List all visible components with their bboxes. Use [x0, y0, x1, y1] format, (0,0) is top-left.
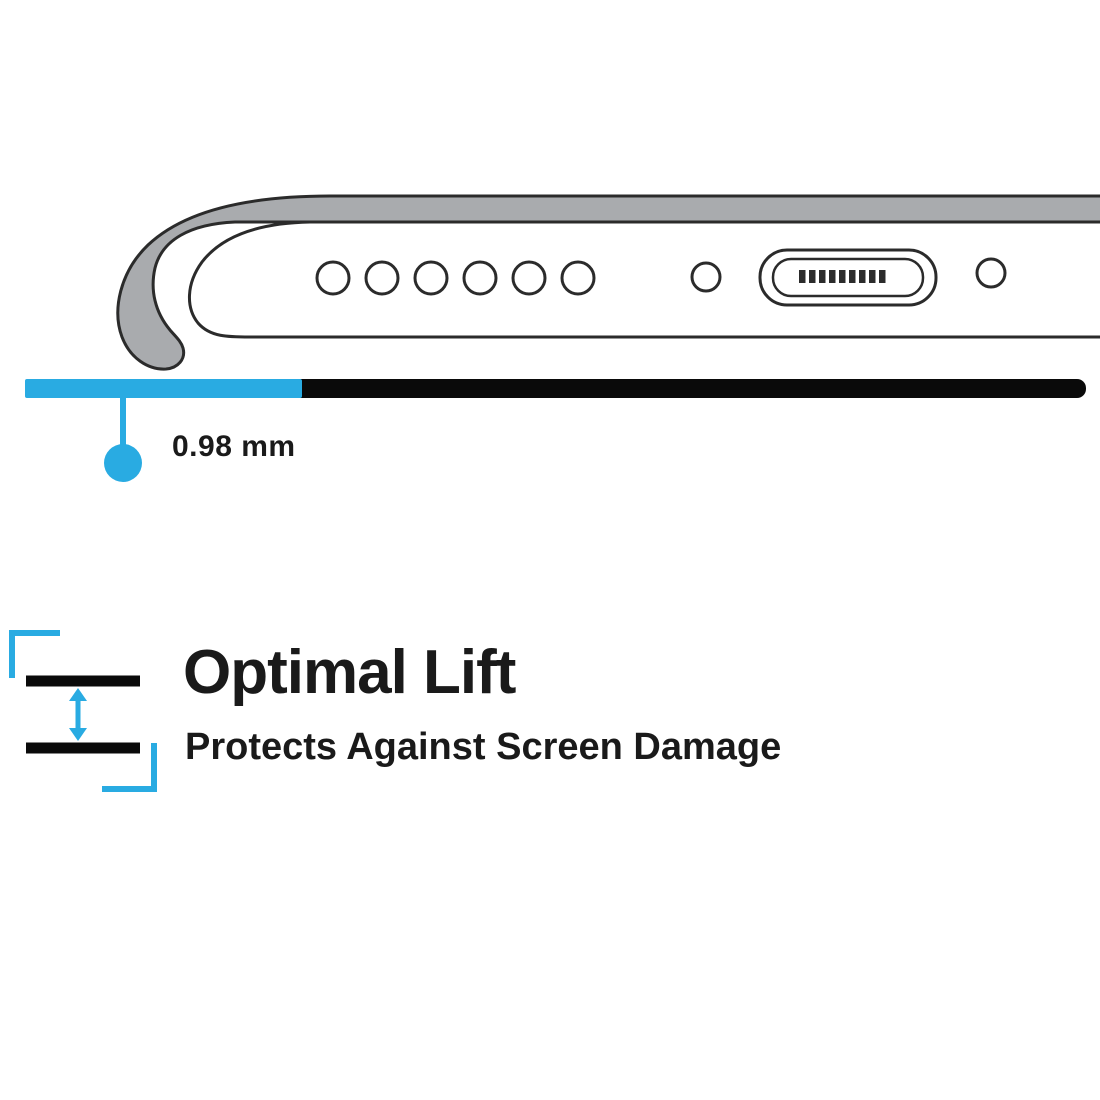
measurement-line [120, 396, 126, 448]
speaker-hole [315, 260, 351, 296]
feature-subtitle: Protects Against Screen Damage [185, 726, 782, 768]
screw-icon [975, 257, 1007, 289]
lift-icon [9, 630, 157, 792]
surface-bar-dark [290, 379, 1086, 398]
speaker-hole [364, 260, 400, 296]
vertical-arrows-icon [69, 688, 87, 741]
bracket-top-left-icon [9, 630, 60, 678]
speaker-hole [413, 260, 449, 296]
case-shell [116, 194, 1100, 371]
lift-gap-bar [25, 379, 1086, 398]
measurement-label: 0.98 mm [172, 430, 296, 463]
speaker-holes-icon [315, 260, 596, 296]
port-inner-outline [771, 257, 925, 298]
port-pins [799, 270, 886, 283]
screw-icon [690, 261, 722, 293]
bracket-bottom-right-icon [102, 743, 157, 792]
measurement-callout [104, 396, 142, 482]
speaker-hole [511, 260, 547, 296]
charging-port-icon [758, 248, 938, 307]
speaker-hole [560, 260, 596, 296]
surface-bar-accent [25, 379, 302, 398]
measurement-dot [104, 444, 142, 482]
speaker-hole [462, 260, 498, 296]
phone-case-diagram [116, 194, 1100, 371]
feature-title: Optimal Lift [183, 638, 516, 707]
